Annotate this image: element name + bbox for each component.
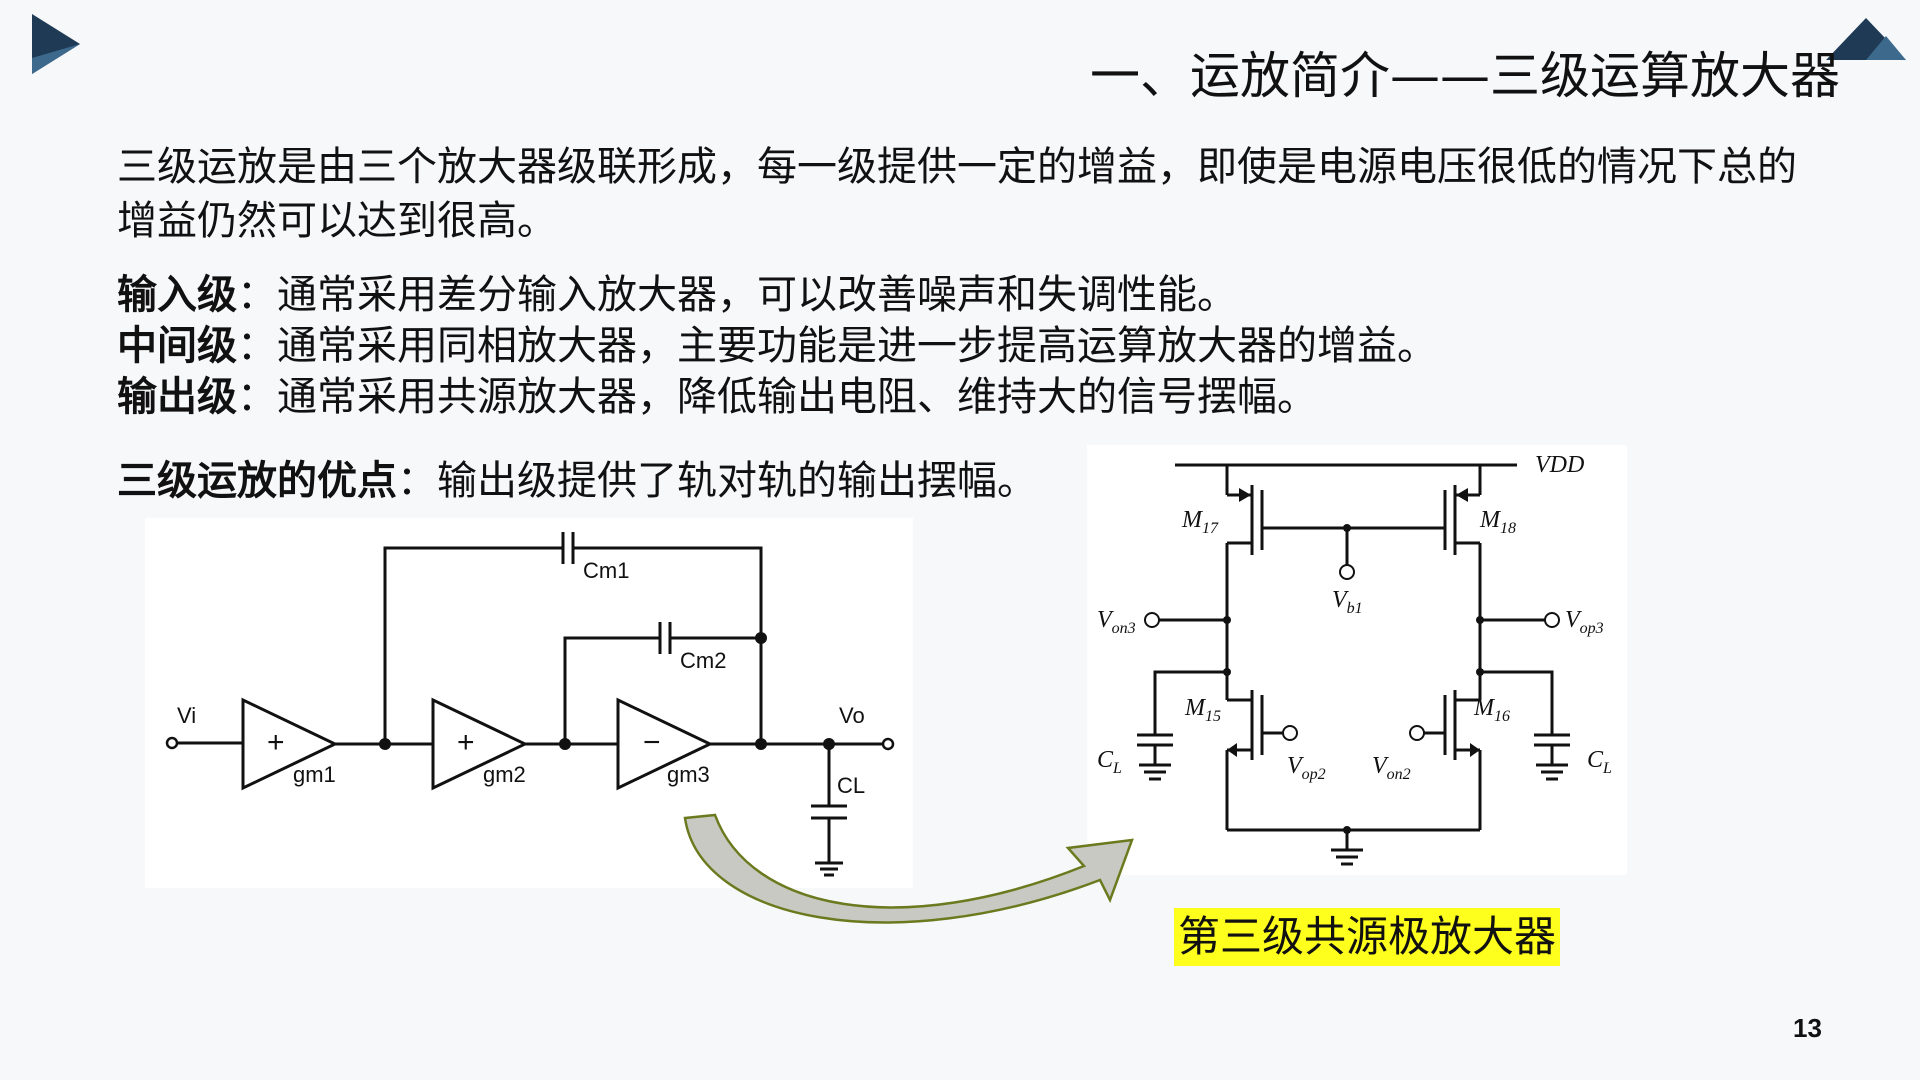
vo-label: Vo: [839, 703, 865, 728]
cl-left-sub: L: [1112, 760, 1122, 777]
common-source-stage-schematic: VDD M17 M18 M15 M16 Vb1 Von3 Vop3 Vop2 V…: [1087, 445, 1627, 875]
m18-sub: 18: [1500, 520, 1516, 537]
m18-letter: M: [1479, 507, 1502, 533]
m16-letter: M: [1473, 695, 1496, 721]
m15-sub: 15: [1205, 708, 1221, 725]
amp3-minus-sign: −: [643, 726, 661, 759]
vop2-sub: op2: [1302, 766, 1326, 783]
vop3-sub: op3: [1580, 620, 1604, 637]
three-stage-block-diagram: Vi Vo Cm1 Cm2 CL gm1 gm2 gm3 + + −: [145, 518, 913, 888]
m15-letter: M: [1184, 695, 1207, 721]
vi-label: Vi: [177, 703, 196, 728]
gm1-label: gm1: [293, 762, 336, 787]
stage-desc: 通常采用同相放大器，主要功能是进一步提高运算放大器的增益。: [277, 323, 1437, 369]
vop2-label: Vop2: [1287, 753, 1326, 783]
vdd-label: VDD: [1535, 452, 1584, 478]
advantage-name: 三级运放的优点: [117, 458, 397, 504]
von2-label: Von2: [1372, 753, 1411, 783]
m18-label: M18: [1479, 507, 1516, 537]
curved-arrow-icon: [683, 813, 1134, 924]
stage-output: 输出级：通常采用共源放大器，降低输出电阻、维持大的信号摆幅。: [117, 372, 1437, 423]
corner-triangle-decoration: [32, 14, 80, 74]
stage-list: 输入级：通常采用差分输入放大器，可以改善噪声和失调性能。 中间级：通常采用同相放…: [117, 270, 1437, 423]
advantage-sep: ：: [397, 458, 437, 504]
stage-name: 输出级: [117, 374, 237, 420]
m17-sub: 17: [1202, 520, 1219, 537]
advantage-desc: 输出级提供了轨对轨的输出摆幅。: [437, 458, 1037, 504]
gm3-label: gm3: [667, 762, 710, 787]
vop2-letter: V: [1287, 753, 1304, 779]
stage-middle: 中间级：通常采用同相放大器，主要功能是进一步提高运算放大器的增益。: [117, 321, 1437, 372]
cl-left-letter: C: [1097, 747, 1114, 773]
von3-letter: V: [1097, 607, 1114, 633]
cl-left-label: CL: [1097, 747, 1122, 777]
stage-sep: ：: [237, 374, 277, 420]
von2-letter: V: [1372, 753, 1389, 779]
cl-right-label: CL: [1587, 747, 1612, 777]
amp1-plus-sign: +: [267, 726, 285, 759]
corner-mountain-decoration: [1826, 18, 1906, 60]
vb1-sub: b1: [1347, 600, 1363, 617]
cm2-label: Cm2: [680, 648, 726, 673]
stage-desc: 通常采用差分输入放大器，可以改善噪声和失调性能。: [277, 272, 1237, 318]
gm2-label: gm2: [483, 762, 526, 787]
stage-name: 中间级: [117, 323, 237, 369]
page-number: 13: [1793, 1013, 1822, 1043]
block-diagram-svg: Vi Vo Cm1 Cm2 CL gm1 gm2 gm3 + + −: [165, 532, 895, 877]
advantage-line: 三级运放的优点：输出级提供了轨对轨的输出摆幅。: [117, 448, 1037, 506]
m16-sub: 16: [1494, 708, 1510, 725]
vb1-label: Vb1: [1332, 587, 1363, 617]
cl-label: CL: [837, 773, 865, 798]
von3-sub: on3: [1112, 620, 1136, 637]
schematic-svg: VDD M17 M18 M15 M16 Vb1 Von3 Vop3 Vop2 V…: [1097, 452, 1612, 866]
m17-letter: M: [1181, 507, 1204, 533]
vop3-label: Vop3: [1565, 607, 1604, 637]
vb1-letter: V: [1332, 587, 1349, 613]
m17-label: M17: [1181, 507, 1219, 537]
stage-input: 输入级：通常采用差分输入放大器，可以改善噪声和失调性能。: [117, 270, 1437, 321]
von2-sub: on2: [1387, 766, 1411, 783]
third-stage-highlight-label: 第三级共源极放大器: [1174, 908, 1561, 966]
m15-label: M15: [1184, 695, 1221, 725]
stage-desc: 通常采用共源放大器，降低输出电阻、维持大的信号摆幅。: [277, 374, 1317, 420]
cm1-label: Cm1: [583, 558, 629, 583]
intro-paragraph: 三级运放是由三个放大器级联形成，每一级提供一定的增益，即使是电源电压很低的情况下…: [117, 144, 1797, 244]
von3-label: Von3: [1097, 607, 1136, 637]
cl-right-sub: L: [1602, 760, 1612, 777]
stage-name: 输入级: [117, 272, 237, 318]
vop3-letter: V: [1565, 607, 1582, 633]
cl-right-letter: C: [1587, 747, 1604, 773]
stage-sep: ：: [237, 323, 277, 369]
page-title: 一、运放简介——三级运算放大器: [1090, 47, 1840, 105]
m16-label: M16: [1473, 695, 1510, 725]
amp2-plus-sign: +: [457, 726, 475, 759]
stage-sep: ：: [237, 272, 277, 318]
